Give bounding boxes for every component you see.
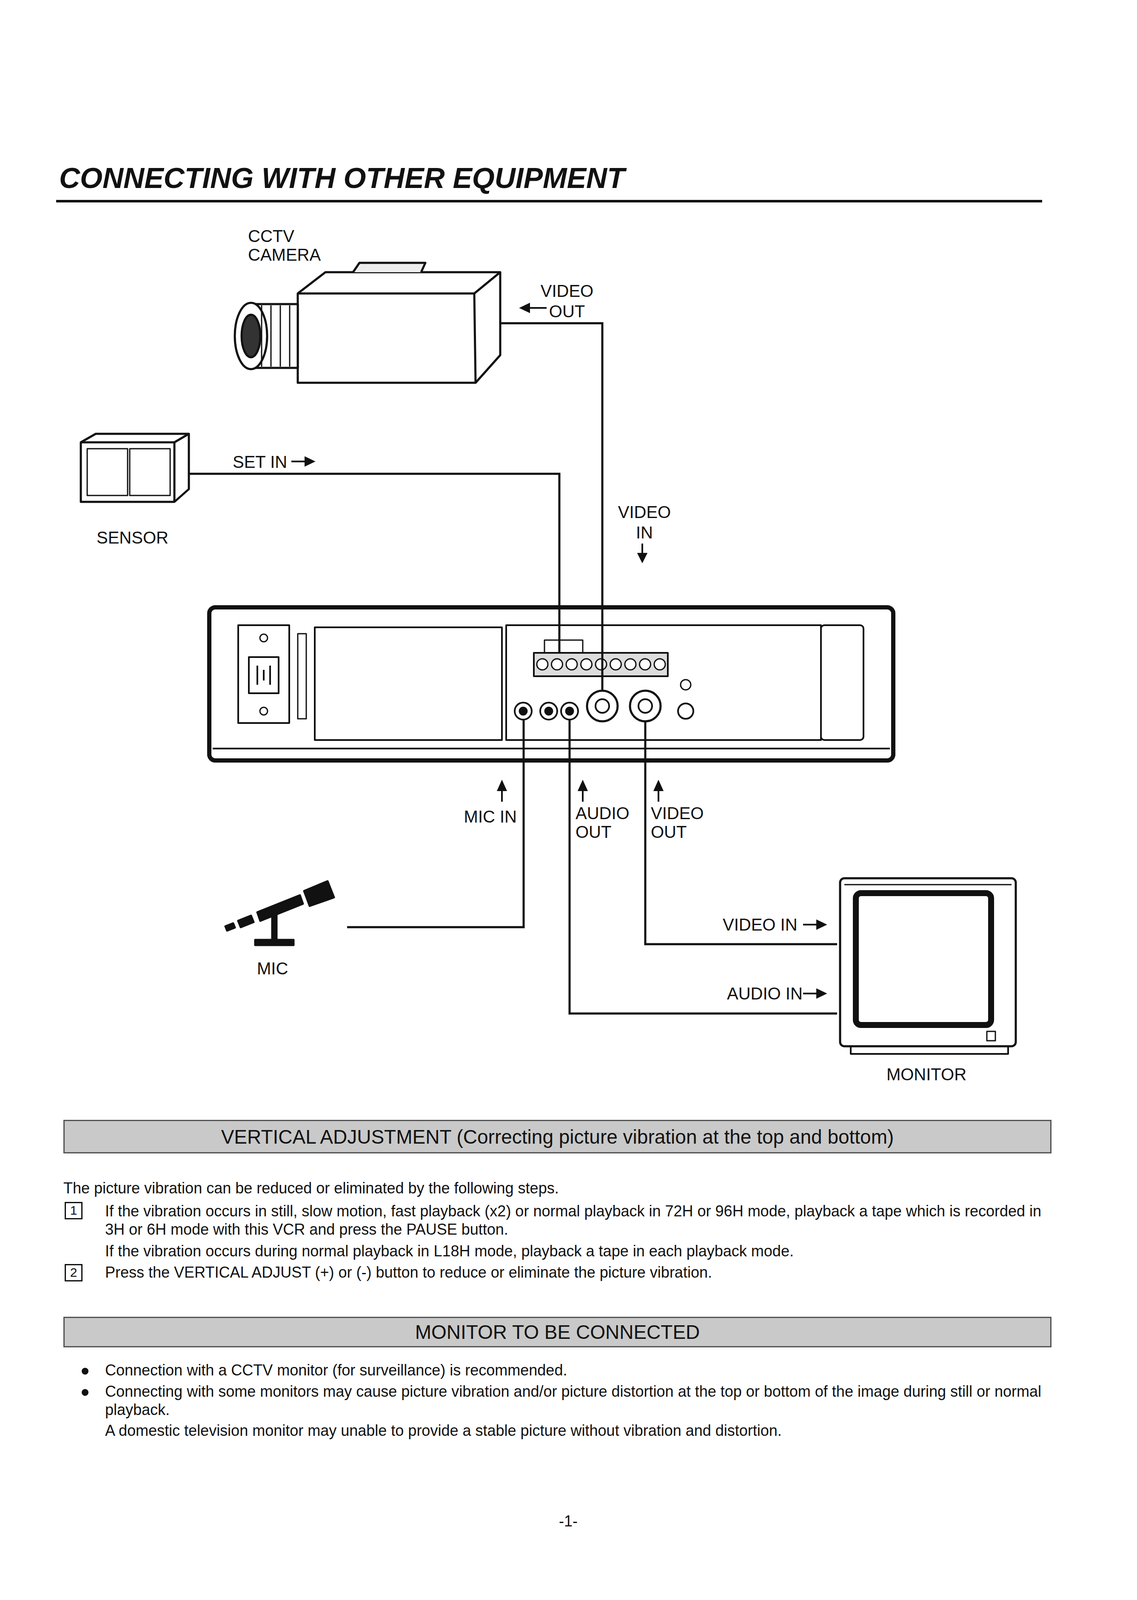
note-text: If the vibration occurs during normal pl… [105, 1242, 1054, 1261]
terminal-screw [639, 658, 651, 670]
device-label: CCTV CAMERA [247, 226, 346, 265]
terminal-screw [654, 658, 666, 670]
step-number: 2 [64, 1264, 83, 1282]
note-text: A domestic television monitor may unable… [105, 1421, 1054, 1440]
device-label: MIC IN [448, 807, 517, 827]
terminal-screw [595, 658, 607, 670]
signal-wire [569, 760, 838, 1014]
terminal-screw [624, 658, 636, 670]
terminal-screw [581, 658, 593, 670]
signal-label: VIDEO OUT [535, 280, 599, 322]
terminal-screw [610, 658, 622, 670]
title-rule [56, 199, 1043, 203]
signal-label: AUDIO IN [726, 983, 802, 1004]
note-text: Connection with a CCTV monitor (for surv… [105, 1361, 1054, 1380]
cctv-camera [234, 262, 501, 383]
lens-ring [261, 305, 263, 367]
device-label: AUDIO OUT [575, 803, 644, 842]
terminal-screw [566, 658, 578, 670]
wire-line [347, 760, 524, 928]
signal-label: VIDEO IN [722, 914, 800, 935]
sensor-node: SENSOR [79, 433, 189, 551]
signal-wire [645, 760, 838, 945]
note-text: The picture vibration can be reduced or … [63, 1179, 1055, 1198]
page-title: CONNECTING WITH OTHER EQUIPMENT [59, 160, 625, 196]
note-text: If the vibration occurs in still, slow m… [105, 1202, 1054, 1239]
band-heading: VERTICAL ADJUSTMENT (Correcting picture … [221, 1125, 895, 1149]
note-text: Press the VERTICAL ADJUST (+) or (-) but… [105, 1263, 1054, 1282]
microphone [225, 881, 334, 946]
bullet [82, 1390, 88, 1396]
camera-node: CCTV CAMERA [234, 226, 501, 388]
device-label: SENSOR [96, 528, 182, 548]
device-label: MONITOR [875, 1065, 978, 1084]
terminal-screw [551, 658, 563, 670]
monitor-node: MONITOR [837, 875, 1016, 1085]
signal-wire [347, 760, 524, 928]
device-label: MIC [256, 959, 308, 978]
device-label: VIDEO OUT [650, 803, 719, 842]
vcr-node: MIC INAUDIO OUTVIDEO OUT [209, 607, 894, 761]
vcr-rear-panel [209, 607, 894, 761]
terminal-screw [536, 658, 548, 670]
signal-label: SET IN [232, 451, 318, 473]
wire-line [645, 760, 838, 945]
step-number: 1 [64, 1202, 83, 1220]
lens-ring [270, 305, 272, 367]
lens-ring [279, 305, 282, 367]
section-band: MONITOR TO BE CONNECTED [63, 1316, 1052, 1348]
wire-line [188, 473, 560, 608]
note-text: Connecting with some monitors may cause … [105, 1382, 1054, 1420]
page-number: -1- [547, 1512, 590, 1531]
sensor-unit [80, 433, 189, 502]
bullet [82, 1368, 88, 1374]
lens-ring [289, 305, 291, 367]
monitor-unit [840, 878, 1016, 1055]
signal-wire [500, 323, 603, 608]
wire-line [500, 323, 603, 608]
mic-node: MIC [214, 867, 348, 983]
signal-wire [188, 473, 560, 608]
band-heading: MONITOR TO BE CONNECTED [415, 1320, 701, 1344]
signal-label: VIDEO IN [612, 501, 677, 543]
section-band: VERTICAL ADJUSTMENT (Correcting picture … [63, 1119, 1052, 1154]
wire-line [569, 760, 838, 1014]
